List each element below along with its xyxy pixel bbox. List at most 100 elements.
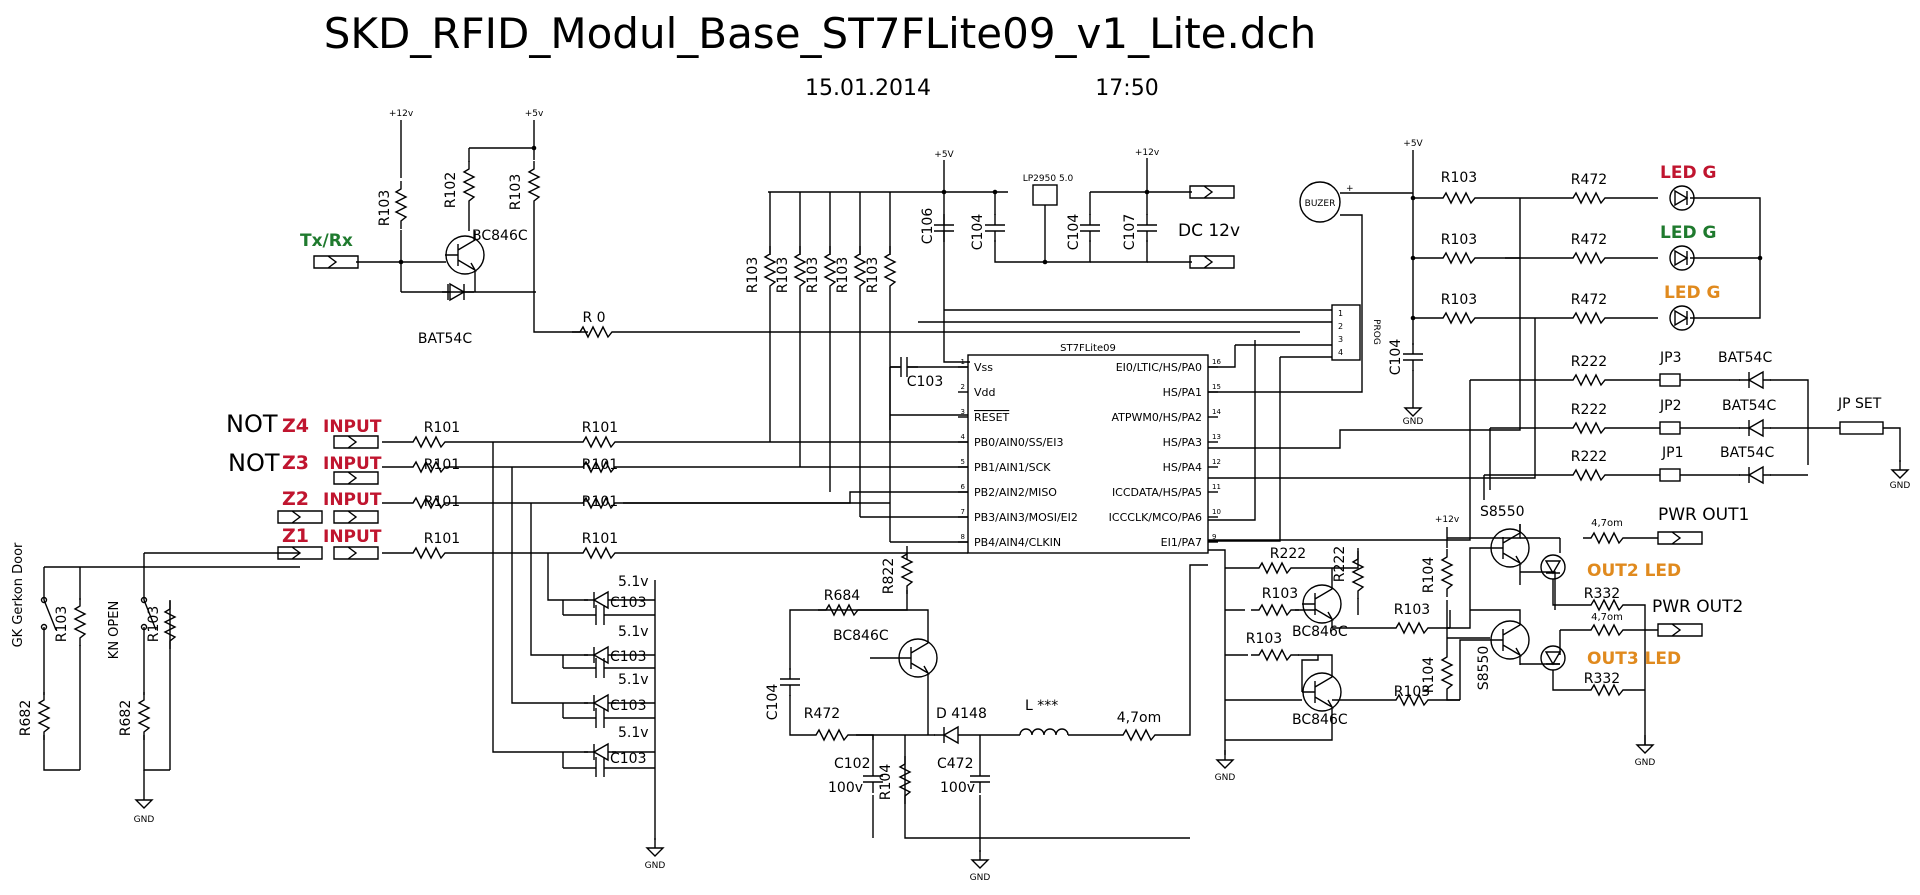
mcu-pin-name: ICCDATA/HS/PA5 (1112, 486, 1202, 499)
svg-text:R104: R104 (1421, 557, 1437, 594)
capacitor-c104-reg-in (984, 213, 1006, 243)
led-drivers: R103 R103 R103 R472 R472 R472 (1208, 170, 1763, 479)
svg-text:5.1v: 5.1v (618, 725, 649, 741)
svg-text:C104: C104 (1388, 339, 1404, 376)
jumper-section: R222 R222 R222 JP3 JP2 JP1 BAT54C BAT54C… (1208, 350, 1909, 541)
mcu-pin-name: RESET (974, 411, 1010, 424)
mcu-pin-number: 14 (1212, 408, 1221, 416)
gnd-label-boost: GND (970, 873, 991, 883)
label-txrx: Tx/Rx (300, 231, 353, 251)
svg-text:JP1: JP1 (1661, 445, 1683, 461)
label-z1: Z1 (282, 525, 309, 547)
capacitor-c104-reg-out (1079, 213, 1101, 243)
label-pwr-out1: PWR OUT1 (1658, 505, 1749, 525)
svg-text:R103: R103 (1246, 631, 1282, 647)
svg-text:R101: R101 (582, 494, 618, 510)
svg-text:S8550: S8550 (1476, 646, 1492, 691)
mcu-pin-name: EI1/PA7 (1161, 536, 1202, 549)
svg-text:R472: R472 (1571, 172, 1607, 188)
svg-text:R822: R822 (881, 558, 897, 594)
net-p5v-txrx: +5v (525, 109, 544, 119)
svg-text:+: + (1346, 184, 1354, 194)
diode-4148 (933, 726, 967, 744)
mcu-pin-name: Vdd (974, 386, 996, 399)
label-lp2950: LP2950 5.0 (1023, 174, 1074, 184)
label-jp-set: JP SET (1837, 396, 1882, 412)
mcu-pin-number: 13 (1212, 433, 1221, 441)
svg-text:100v: 100v (940, 780, 975, 796)
mcu-pin-number: 4 (961, 433, 966, 441)
svg-text:R103: R103 (1394, 684, 1430, 700)
svg-text:R684: R684 (824, 588, 861, 604)
svg-text:R101: R101 (582, 531, 618, 547)
svg-text:R103: R103 (865, 257, 881, 293)
gnd-label-kn: GND (134, 815, 155, 825)
svg-text:5.1v: 5.1v (618, 624, 649, 640)
connector-dc-plus (1189, 185, 1235, 199)
label-c107: C107 (1122, 214, 1138, 251)
svg-text:BC846C: BC846C (1292, 712, 1348, 728)
connector-z2 (277, 510, 323, 524)
svg-text:R222: R222 (1571, 354, 1607, 370)
svg-text:R332: R332 (1584, 671, 1620, 687)
mcu-pin-number: 10 (1212, 508, 1221, 516)
connector-pwr-out2 (1657, 623, 1703, 637)
switch-kn-open: KN OPEN R103 R682 (107, 552, 300, 809)
svg-text:C103: C103 (610, 698, 647, 714)
svg-text:R103: R103 (745, 257, 761, 293)
input-protection: 5.1v C103 5.1v C103 5.1v C103 5.1v C103 (492, 442, 664, 857)
svg-text:R222: R222 (1571, 402, 1607, 418)
resistor-r0 (571, 326, 621, 338)
net-p12v-txrx: +12v (389, 109, 414, 119)
label-z2: Z2 (282, 488, 309, 510)
svg-text:R103: R103 (54, 606, 70, 642)
gnd-label-pnp: GND (1635, 758, 1656, 768)
svg-text:BAT54C: BAT54C (1722, 398, 1776, 414)
resistor-r102 (463, 160, 475, 210)
svg-text:R101: R101 (424, 420, 460, 436)
svg-text:JP2: JP2 (1659, 398, 1681, 414)
mcu-right-pins: 16EI0/LTIC/HS/PA015HS/PA114ATPWM0/HS/PA2… (1109, 358, 1222, 549)
transistor-s8550-1 (1489, 523, 1530, 573)
label-led-g-green: LED G (1660, 223, 1716, 243)
svg-text:R472: R472 (1571, 292, 1607, 308)
mcu-pin-number: 12 (1212, 458, 1221, 466)
gnd-label-led: GND (1403, 417, 1424, 427)
svg-text:S8550: S8550 (1480, 504, 1525, 520)
svg-text:R222: R222 (1332, 546, 1348, 582)
svg-text:BC846C: BC846C (1292, 624, 1348, 640)
label-z4-input: INPUT (323, 417, 382, 437)
svg-text:R101: R101 (582, 457, 618, 473)
label-inductor: L *** (1025, 698, 1058, 714)
svg-text:C102: C102 (834, 756, 871, 772)
connector-pwr-out1 (1657, 531, 1703, 545)
resistor-r103-txrx (395, 180, 407, 230)
svg-text:C103: C103 (610, 595, 647, 611)
mcu-pin-number: 8 (961, 533, 965, 541)
svg-text:R222: R222 (1270, 546, 1306, 562)
label-not-z4: NOT (226, 410, 278, 438)
mcu-pin-name: PB3/AIN3/MOSI/EI2 (974, 511, 1078, 524)
capacitor-c107 (1136, 213, 1158, 243)
svg-text:C103: C103 (610, 649, 647, 665)
label-out2-led: OUT2 LED (1587, 561, 1681, 581)
svg-text:R103: R103 (146, 606, 162, 642)
svg-text:BAT54C: BAT54C (1720, 445, 1774, 461)
mcu-pin-name: HS/PA4 (1163, 461, 1202, 474)
mcu-pin-name: PB0/AIN0/SS/EI3 (974, 436, 1063, 449)
mcu-pin-name: PB1/AIN1/SCK (974, 461, 1051, 474)
net-p5v-mcu: +5V (934, 150, 954, 160)
svg-text:BAT54C: BAT54C (1718, 350, 1772, 366)
net-p12v-reg: +12v (1135, 148, 1160, 158)
svg-text:R103: R103 (775, 257, 791, 293)
label-c104-reg-in: C104 (970, 214, 986, 251)
prog-pin-number: 4 (1338, 348, 1343, 357)
pnp-output-section: R104 R104 S8550 S8550 4,7om 4,7om R332 R… (1421, 504, 1658, 754)
mcu-pin-name: HS/PA1 (1163, 386, 1202, 399)
gnd-label-protection: GND (645, 861, 666, 871)
svg-text:JP3: JP3 (1659, 350, 1681, 366)
svg-text:R101: R101 (424, 531, 460, 547)
mcu-pin-name: EI0/LTIC/HS/PA0 (1116, 361, 1202, 374)
connector-prog (1331, 304, 1361, 361)
